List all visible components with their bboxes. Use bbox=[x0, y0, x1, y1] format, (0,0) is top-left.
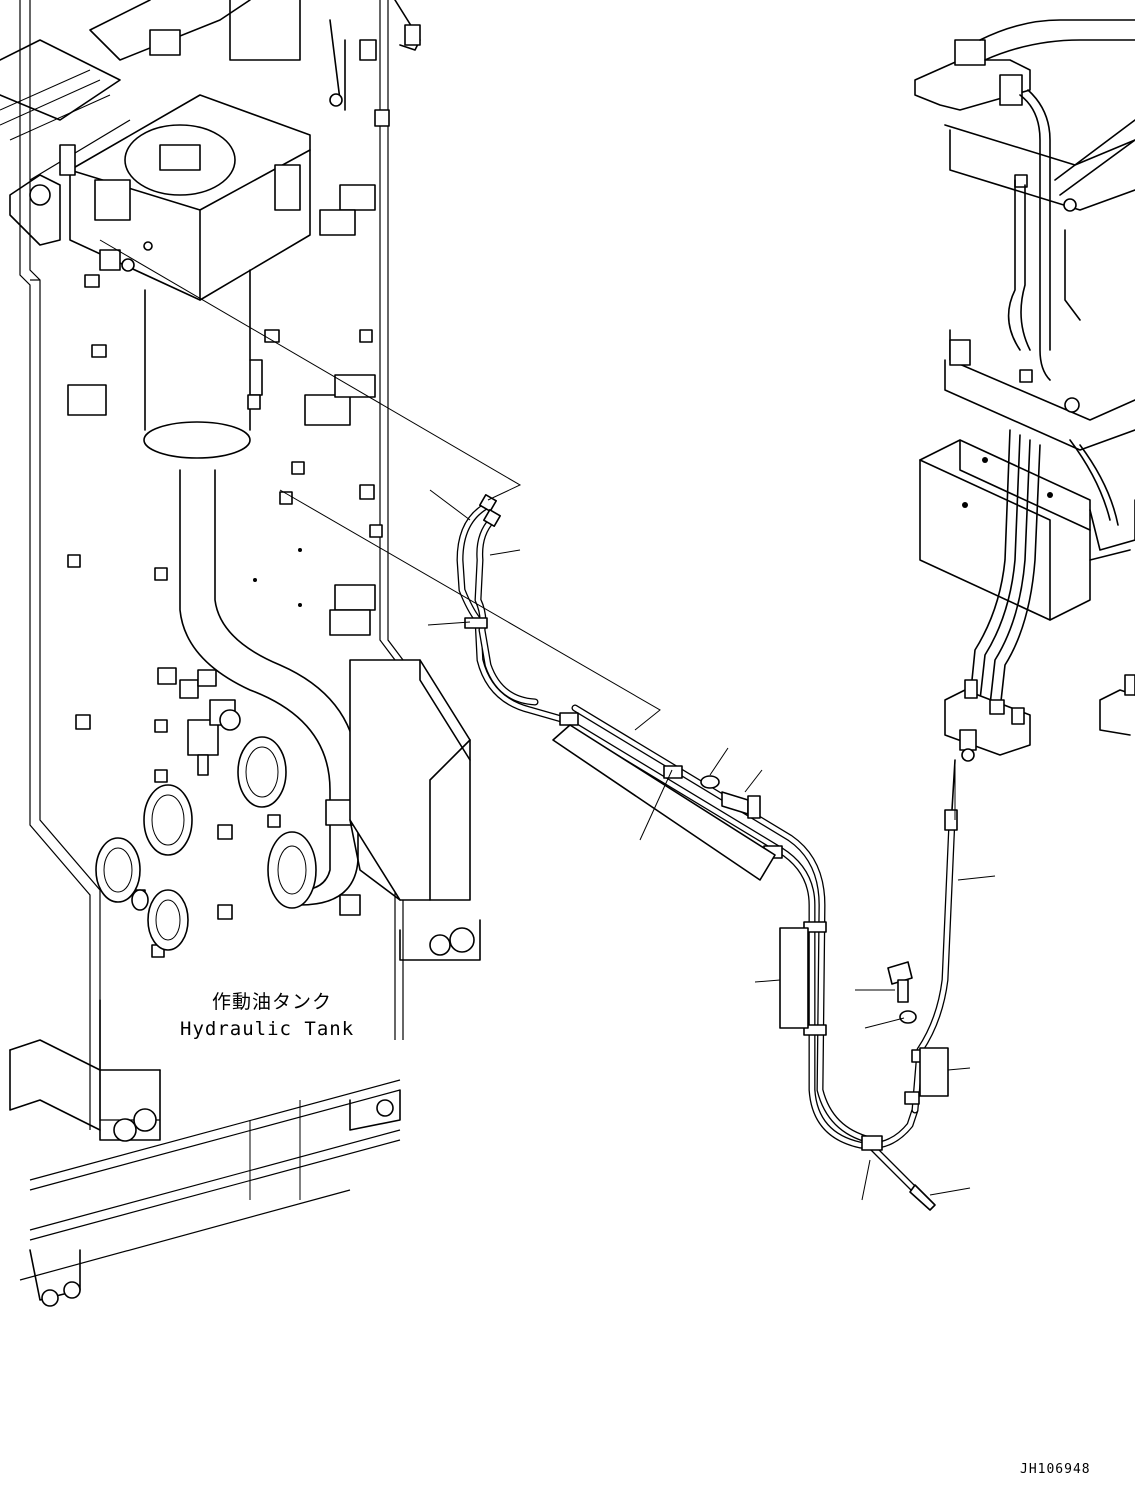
leader-lines bbox=[99, 239, 996, 1201]
valve-frame-assembly bbox=[914, 19, 1135, 762]
cover-plate bbox=[95, 736, 287, 951]
tank-label-jp: 作動油タンク bbox=[212, 991, 332, 1013]
tank-label-en: Hydraulic Tank bbox=[180, 1018, 354, 1040]
drawing-code: JH106948 bbox=[1020, 1462, 1091, 1477]
hydraulic-tank-assembly bbox=[0, 0, 481, 1307]
hose-harness bbox=[456, 494, 958, 1211]
